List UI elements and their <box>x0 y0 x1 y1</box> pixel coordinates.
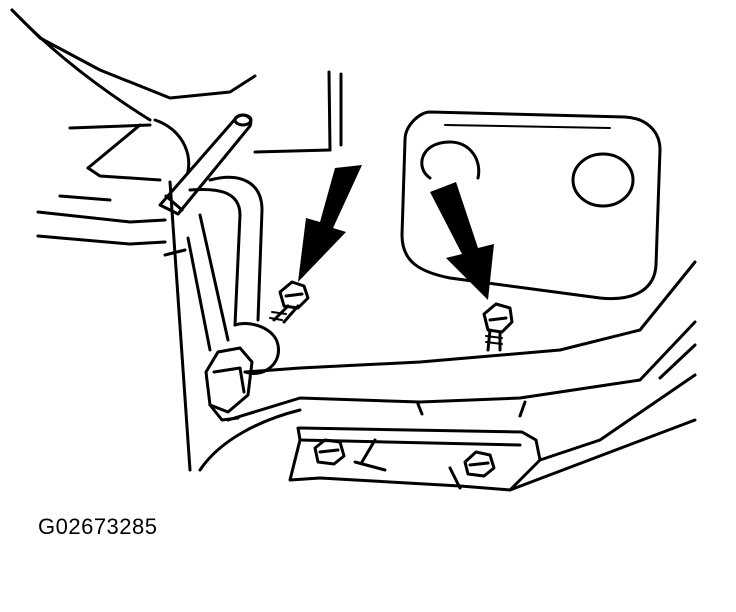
panel-hole-right <box>571 152 635 208</box>
bracket-bolt <box>204 346 254 422</box>
body-contours <box>10 8 343 182</box>
lower-sill <box>198 260 697 472</box>
screw-left <box>269 280 310 324</box>
arrow-down-right-icon <box>430 182 494 300</box>
nut-right <box>463 450 496 478</box>
figure-id-label: G02673285 <box>38 514 158 539</box>
panel-hole-left <box>420 140 481 180</box>
screw-right <box>482 302 514 352</box>
prop-rod <box>158 113 253 216</box>
arrow-down-left-icon <box>298 165 362 282</box>
nut-left <box>313 438 346 466</box>
lower-bracket <box>288 373 697 492</box>
access-panel <box>400 110 662 301</box>
left-rails <box>36 194 167 246</box>
support-bracket <box>163 175 280 472</box>
